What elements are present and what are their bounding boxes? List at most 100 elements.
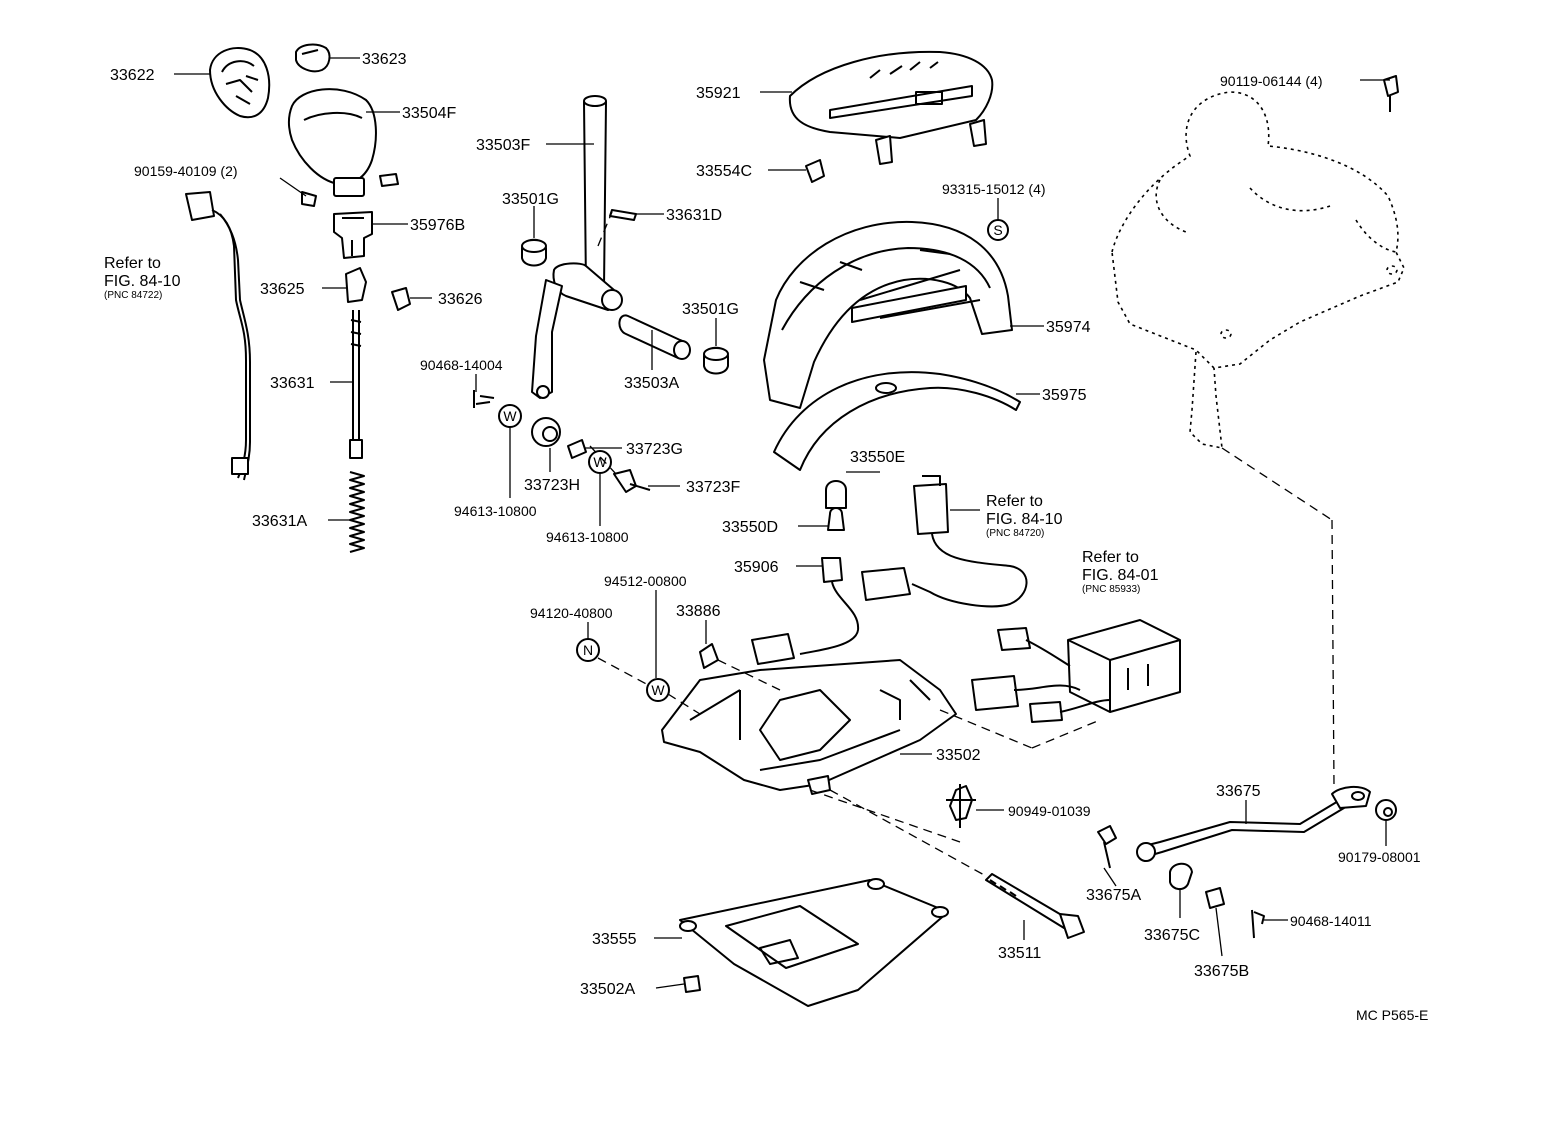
ref1-line2: FIG. 84-10	[104, 273, 181, 290]
reference-note-84722: Refer to FIG. 84-10 (PNC 84722)	[104, 255, 181, 301]
label-33622: 33622	[110, 67, 155, 84]
transmission-outline	[1111, 91, 1405, 449]
dashed-connectors	[589, 211, 1335, 877]
label-33886: 33886	[676, 603, 721, 620]
label-33723G: 33723G	[626, 441, 683, 458]
clip-33554C	[805, 159, 825, 183]
shaft-33503A	[618, 314, 691, 360]
ref1-line3: (PNC 84722)	[104, 290, 162, 301]
label-35976B: 35976B	[410, 217, 465, 234]
reference-note-84720: Refer to FIG. 84-10 (PNC 84720)	[986, 493, 1063, 539]
grommet-33502A	[683, 975, 701, 993]
ref3-line1: Refer to	[1082, 549, 1139, 566]
label-90179: 90179-08001	[1338, 849, 1421, 865]
label-33675A: 33675A	[1086, 887, 1141, 904]
label-35974: 35974	[1046, 319, 1091, 336]
label-33675B: 33675B	[1194, 963, 1249, 980]
label-33623: 33623	[362, 51, 407, 68]
bushing-33501G-b	[703, 346, 729, 375]
bushing-33675C	[1169, 862, 1193, 890]
label-33723H: 33723H	[524, 477, 580, 494]
rod-33631	[349, 310, 363, 459]
link-rod-33675	[1136, 786, 1371, 862]
label-33723F: 33723F	[686, 479, 740, 496]
clip-33625	[345, 267, 367, 303]
label-90468-14011: 90468-14011	[1290, 913, 1372, 929]
ref3-line3: (PNC 85933)	[1082, 584, 1140, 595]
knob-cover-33622	[209, 47, 271, 119]
washer-symbol-b-text: W	[593, 454, 607, 470]
cotter-pin-90468-14011	[1251, 909, 1265, 939]
label-35906: 35906	[734, 559, 779, 576]
label-94120: 94120-40800	[530, 605, 613, 621]
ref2-line1: Refer to	[986, 493, 1043, 510]
nut-90179	[1375, 799, 1397, 821]
label-35975: 35975	[1042, 387, 1087, 404]
label-93315: 93315-15012 (4)	[942, 181, 1046, 197]
clip-33626	[391, 287, 411, 311]
ref2-line2: FIG. 84-10	[986, 511, 1063, 528]
label-33626: 33626	[438, 291, 483, 308]
ref2-line3: (PNC 84720)	[986, 528, 1044, 539]
label-33501G-b: 33501G	[682, 301, 739, 318]
cotter-pin-90468-14004	[473, 390, 495, 408]
label-33503A: 33503A	[624, 375, 679, 392]
clip-33886	[699, 643, 719, 669]
label-94512: 94512-00800	[604, 573, 687, 589]
washer-33723H	[531, 417, 561, 447]
indicator-plate-35921	[788, 50, 994, 165]
shift-knob-33504F	[288, 88, 377, 197]
label-90468-14004: 90468-14004	[420, 357, 503, 373]
knob-button-33623	[295, 43, 331, 73]
shift-lever-33503F	[531, 95, 623, 399]
socket-35906	[799, 557, 860, 655]
label-33501G-a: 33501G	[502, 191, 559, 208]
switch-84720	[861, 475, 1028, 608]
part-labels: 33622 33623 33504F 90159-40109 (2) 35976…	[110, 51, 1421, 998]
label-33504F: 33504F	[402, 105, 456, 122]
seal-symbol-text: S	[993, 222, 1002, 238]
housing-35974	[763, 220, 1013, 409]
label-33631A: 33631A	[252, 513, 307, 530]
leader-lines	[174, 57, 1390, 989]
knob-base-35976B	[333, 211, 373, 259]
reference-note-85933: Refer to FIG. 84-01 (PNC 85933)	[1082, 549, 1159, 595]
nut-symbol: N	[576, 638, 600, 662]
bushing-33501G-a	[521, 238, 547, 267]
label-33631D: 33631D	[666, 207, 722, 224]
label-90159: 90159-40109 (2)	[134, 163, 238, 179]
label-33511: 33511	[998, 945, 1041, 962]
ref1-line1: Refer to	[104, 255, 161, 272]
label-33550E: 33550E	[850, 449, 905, 466]
washer-symbol-c: W	[646, 678, 670, 702]
washer-symbol-a-text: W	[503, 408, 517, 424]
wire-harness-84722	[185, 191, 251, 481]
washer-symbol-b: W	[588, 450, 612, 474]
connector-left	[751, 633, 795, 665]
label-33502A: 33502A	[580, 981, 635, 998]
diagram-code: MC P565-E	[1356, 1007, 1428, 1023]
collar-33723G	[567, 439, 587, 459]
bulb-33550D	[827, 507, 845, 531]
pin-33631D	[609, 209, 637, 221]
label-33554C: 33554C	[696, 163, 752, 180]
clip-90949	[946, 784, 976, 828]
label-90119: 90119-06144 (4)	[1220, 73, 1322, 89]
label-33675: 33675	[1216, 783, 1261, 800]
neutral-switch-85933	[971, 619, 1181, 723]
washer-symbol-a: W	[498, 404, 522, 428]
bolt-33511	[985, 873, 1085, 939]
label-33550D: 33550D	[722, 519, 778, 536]
label-94613-b: 94613-10800	[546, 529, 629, 545]
pin-33723F	[613, 469, 651, 493]
label-33675C: 33675C	[1144, 927, 1200, 944]
label-35921: 35921	[696, 85, 741, 102]
dust-cover-35975	[773, 371, 1021, 471]
bolt-33675A	[1097, 825, 1117, 869]
spring-33631A	[349, 471, 365, 553]
label-33503F: 33503F	[476, 137, 530, 154]
bushing-33675B	[1205, 887, 1225, 909]
label-90949: 90949-01039	[1008, 803, 1091, 819]
label-94613-a: 94613-10800	[454, 503, 537, 519]
